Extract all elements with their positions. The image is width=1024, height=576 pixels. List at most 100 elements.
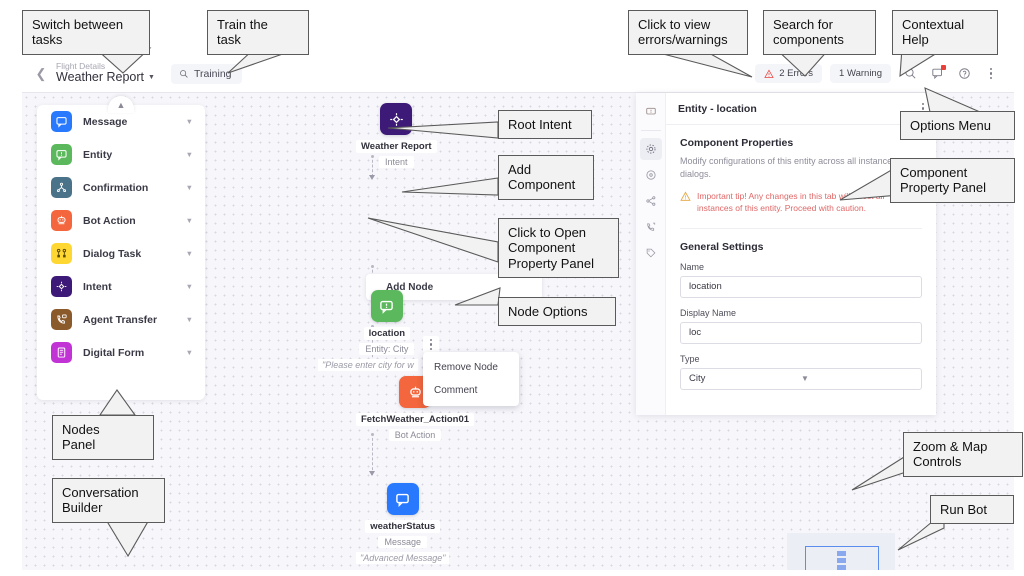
- training-button[interactable]: Training: [170, 63, 242, 84]
- minimap-node: [837, 565, 846, 570]
- message-icon: [51, 111, 72, 132]
- type-select[interactable]: City ▼: [680, 367, 922, 390]
- general-settings-title: General Settings: [680, 240, 764, 253]
- display-name-field-value: loc: [689, 327, 702, 339]
- type-select-value: City: [689, 373, 706, 385]
- name-field-value: location: [689, 281, 722, 293]
- help-circle-icon[interactable]: [953, 63, 975, 85]
- entity-rail-icon[interactable]: [640, 101, 662, 123]
- node-context-menu: Remove Node Comment: [423, 352, 519, 406]
- callout-switch-between-tasks: Switch between tasks: [22, 10, 150, 55]
- node-options-button[interactable]: [423, 336, 439, 353]
- chevron-down-icon[interactable]: ▼: [185, 282, 193, 291]
- node-palette-item-intent[interactable]: Intent ▼: [37, 270, 205, 303]
- target-icon[interactable]: [640, 164, 662, 186]
- comment-menu-item[interactable]: Comment: [434, 385, 478, 396]
- flow-node-type: Entity: City: [359, 343, 415, 355]
- frame-bottom-margin: [0, 570, 1024, 576]
- name-field[interactable]: location: [680, 275, 922, 298]
- search-icon[interactable]: [899, 63, 921, 85]
- task-name-label: Weather Report ▼: [56, 71, 155, 84]
- flow-node-name: location: [363, 327, 411, 340]
- chevron-down-icon[interactable]: ▼: [185, 183, 193, 192]
- flow-node-name: FetchWeather_Action01: [356, 413, 475, 426]
- flow-node-weatherstatus[interactable]: weatherStatus Message "Advanced Message": [356, 483, 450, 564]
- task-switcher[interactable]: Flight Details Weather Report ▼: [56, 62, 155, 84]
- section-divider: [680, 227, 922, 229]
- warning-triangle-icon: [764, 68, 774, 78]
- kebab-menu-icon: [989, 67, 993, 80]
- chevron-down-icon[interactable]: ▼: [185, 150, 193, 159]
- node-palette-item-agent-transfer[interactable]: Agent Transfer ▼: [37, 303, 205, 336]
- minimap-viewport[interactable]: [805, 546, 879, 570]
- connector-line: [372, 433, 373, 475]
- chevron-down-icon[interactable]: ▼: [185, 249, 193, 258]
- training-label: Training: [193, 67, 232, 80]
- remove-node-menu-item[interactable]: Remove Node: [434, 362, 498, 373]
- options-menu-button[interactable]: [980, 63, 1002, 85]
- errors-label: 2 Errors: [779, 68, 814, 79]
- tag-icon[interactable]: [640, 242, 662, 264]
- component-property-panel: Entity - location Component Properties M…: [636, 93, 936, 415]
- important-tip-text: Important tip! Any changes in this tab w…: [697, 191, 885, 214]
- callout-contextual-help: Contextual Help: [892, 10, 998, 55]
- notification-badge: [941, 64, 946, 70]
- task-kicker-label: Flight Details: [56, 61, 106, 72]
- component-properties-title: Component Properties: [680, 137, 794, 149]
- gear-icon[interactable]: [639, 138, 662, 160]
- errors-button[interactable]: 2 Errors: [755, 64, 823, 83]
- nodes-panel: ▲ Message ▼ Entity ▼ Confirmation: [37, 96, 205, 400]
- callout-options-menu: Options Menu: [900, 111, 1015, 141]
- flow-node-weather-report[interactable]: Weather Report Intent: [356, 103, 437, 168]
- node-palette-item-confirmation[interactable]: Confirmation ▼: [37, 171, 205, 204]
- chevron-down-icon[interactable]: ▼: [185, 315, 193, 324]
- intent-icon: [51, 276, 72, 297]
- node-palette-label: Intent: [83, 280, 112, 293]
- flow-node-type: Bot Action: [388, 429, 442, 441]
- property-panel-body: Entity - location Component Properties M…: [666, 93, 936, 415]
- minimap-node: [837, 551, 846, 556]
- flow-node-type: Intent: [379, 156, 414, 168]
- callout-search-for-components: Search for components: [763, 10, 876, 55]
- chevron-down-icon[interactable]: ▼: [148, 74, 155, 82]
- property-icon-rail: [636, 93, 666, 415]
- callout-click-to-open-panel: Click to Open Component Property Panel: [498, 218, 619, 278]
- property-panel-content: Component Properties Modify configuratio…: [666, 125, 936, 400]
- bot-action-icon: [51, 210, 72, 231]
- warnings-button[interactable]: 1 Warning: [830, 64, 891, 83]
- node-palette-item-bot-action[interactable]: Bot Action ▼: [37, 204, 205, 237]
- node-palette-label: Entity: [83, 148, 113, 161]
- chevron-down-icon[interactable]: ▼: [185, 216, 193, 225]
- chevron-up-icon[interactable]: ▲: [108, 96, 134, 113]
- connector-line: [372, 155, 373, 177]
- callout-conversation-builder: Conversation Builder: [52, 478, 165, 523]
- node-palette-item-dialog-task[interactable]: Dialog Task ▼: [37, 237, 205, 270]
- entity-icon: [51, 144, 72, 165]
- message-icon[interactable]: [386, 483, 419, 515]
- chevron-down-icon[interactable]: ▼: [185, 348, 193, 357]
- flow-node-location[interactable]: location Entity: City "Please enter city…: [318, 290, 418, 371]
- flow-node-name: Weather Report: [356, 140, 437, 153]
- node-palette-item-message[interactable]: Message ▼: [37, 105, 205, 138]
- chevron-down-icon[interactable]: ▼: [185, 117, 193, 126]
- node-palette-label: Bot Action: [83, 214, 136, 227]
- callout-node-options: Node Options: [498, 297, 616, 327]
- node-palette-item-digital-form[interactable]: Digital Form ▼: [37, 336, 205, 369]
- phone-icon[interactable]: [640, 216, 662, 238]
- connector-dot: [370, 155, 374, 158]
- intent-icon[interactable]: [380, 103, 413, 135]
- callout-zoom-map-controls: Zoom & Map Controls: [903, 432, 1023, 477]
- minimap[interactable]: [787, 533, 895, 570]
- display-name-field[interactable]: loc: [680, 321, 922, 344]
- callout-add-component: Add Component: [498, 155, 594, 200]
- name-field-label: Name: [680, 261, 705, 272]
- dialog-flow-graph: Weather Report Intent Add Node location …: [22, 93, 1014, 570]
- node-palette-item-entity[interactable]: Entity ▼: [37, 138, 205, 171]
- entity-icon[interactable]: [370, 290, 403, 322]
- flag-icon[interactable]: [926, 63, 948, 85]
- node-palette-label: Confirmation: [83, 181, 149, 194]
- back-chevron-icon[interactable]: ❮: [35, 65, 47, 81]
- callout-root-intent: Root Intent: [498, 110, 592, 140]
- share-nodes-icon[interactable]: [640, 190, 662, 212]
